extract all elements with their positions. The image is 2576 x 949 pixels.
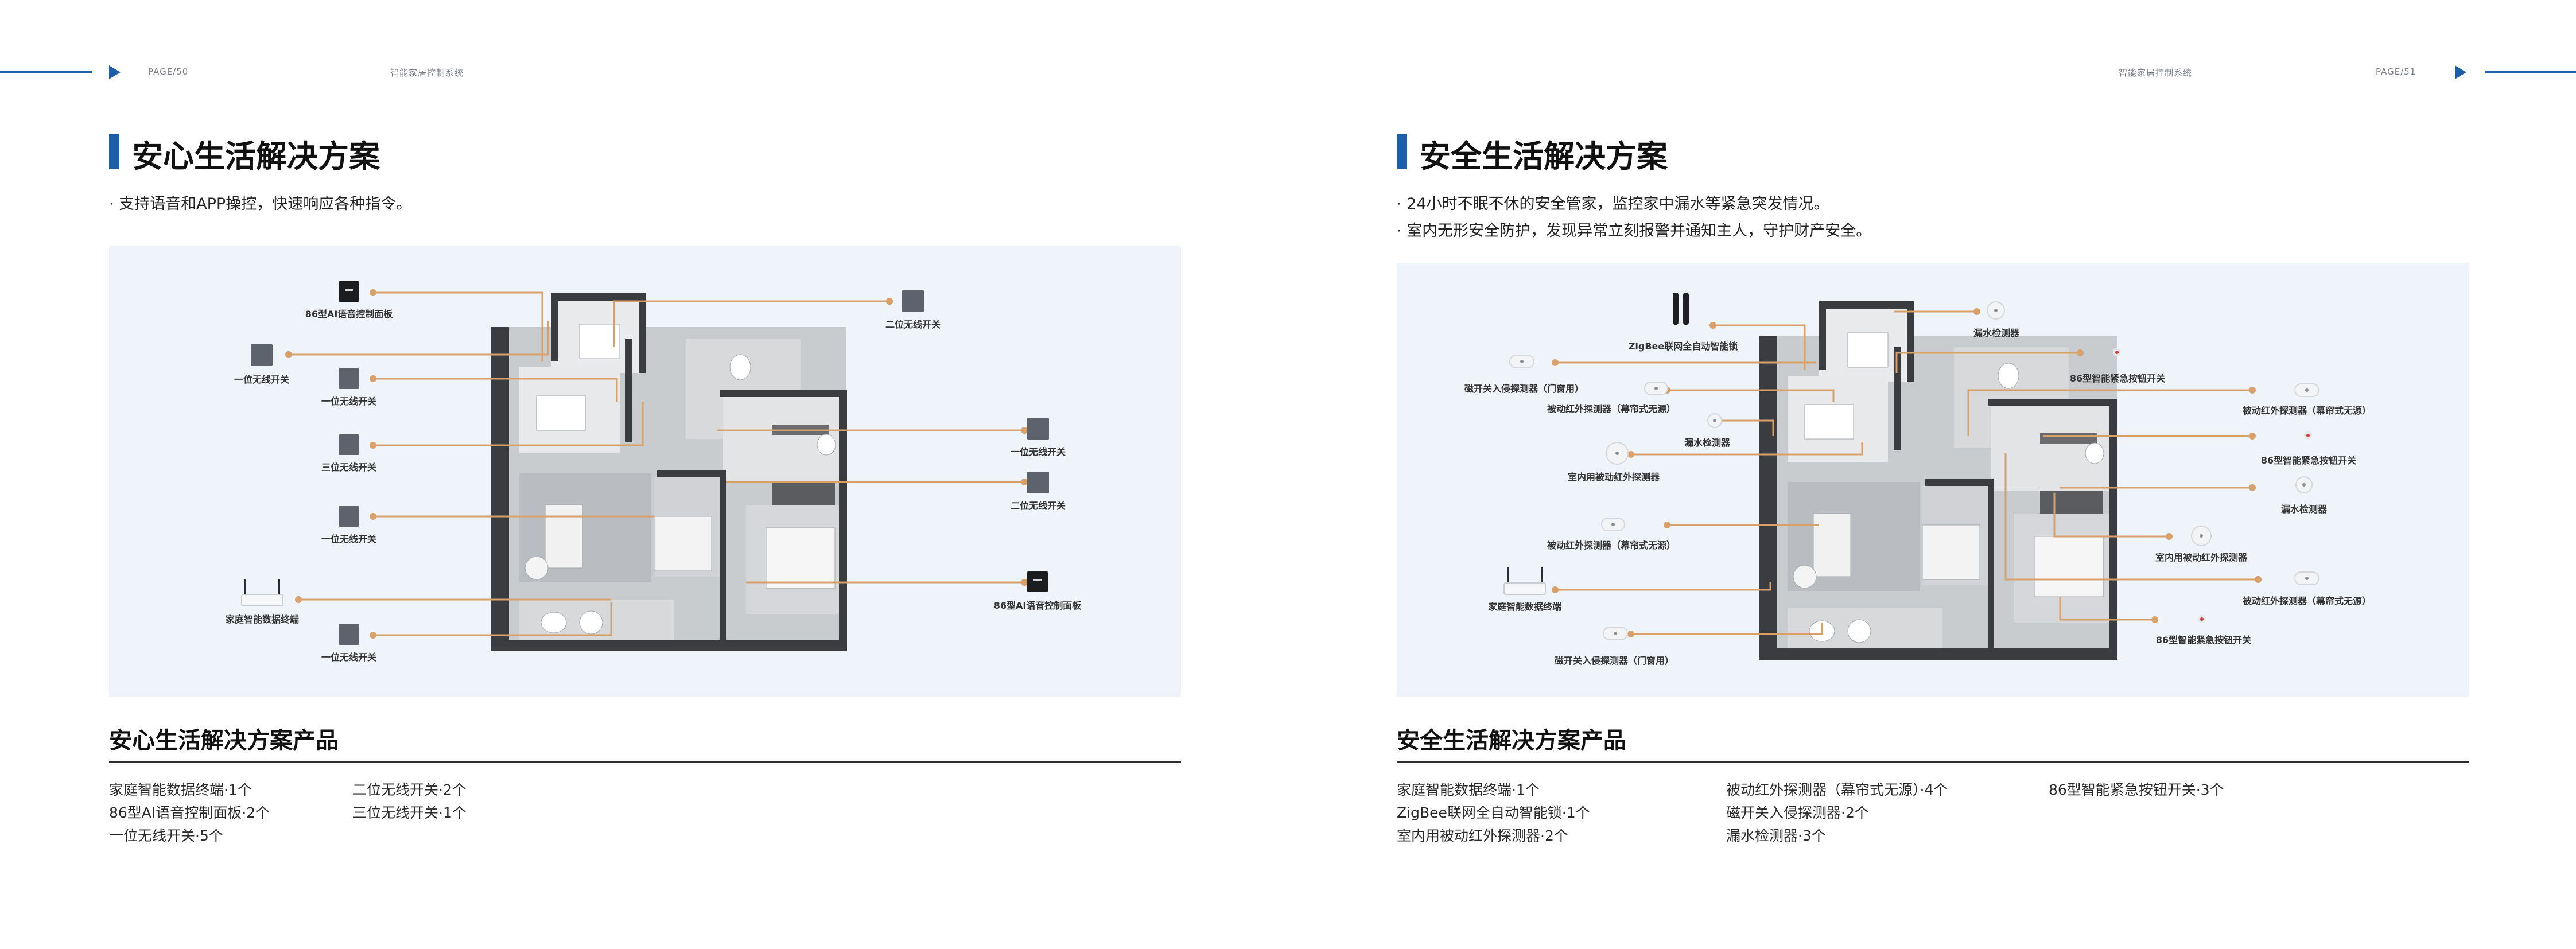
product-item: ZigBee联网全自动智能锁·1个 [1397,804,1590,821]
router-icon [241,579,283,606]
product-item: 86型AI语音控制面板·2个 [109,804,270,821]
left-device-label: 二位无线开关 [885,319,941,330]
product-item: 室内用被动红外探测器·2个 [1397,827,1568,844]
right-bullet-2: · 室内无形安全防护，发现异常立刻报警并通知主人，守护财产安全。 [1397,222,1872,240]
right-device-label: 室内用被动红外探测器 [2155,552,2248,563]
right-device-label: 漏水检测器 [2280,504,2328,515]
switch-icon [339,434,359,455]
switch-icon [251,344,273,366]
emergency-button-icon [2113,348,2121,356]
sensor-icon [1509,355,1534,368]
product-item: 86型智能紧急按钮开关·3个 [2049,781,2224,798]
left-device-label: 一位无线开关 [321,652,377,663]
sensor-icon [1987,301,2005,320]
sensor-dot [2200,534,2203,538]
product-item: 三位无线开关·1个 [352,804,467,821]
switch-icon [339,624,359,645]
right-device-label: 86型智能紧急按钮开关 [2069,373,2166,384]
smart-lock-icon [1683,293,1689,325]
right-device-label: 室内用被动红外探测器 [1567,472,1660,483]
switch-icon [902,290,924,312]
product-item: 磁开关入侵探测器·2个 [1726,804,1869,821]
left-device-label: 家庭智能数据终端 [225,614,300,625]
sensor-dot [2302,483,2306,487]
switch-icon [339,506,359,527]
sensor-dot [1654,387,1658,390]
sensor-icon [2191,526,2212,546]
voice-panel-icon [1027,571,1048,592]
right-page-number: PAGE/51 [2376,67,2416,77]
left-device-label: 一位无线开关 [234,374,290,385]
right-title-accent [1397,134,1407,169]
product-item: 家庭智能数据终端·1个 [1397,781,1540,798]
sensor-icon [1603,627,1628,640]
emergency-button-icon [2198,615,2206,623]
sensor-icon [1601,518,1625,531]
sensor-dot [1614,632,1617,635]
voice-panel-icon [339,281,359,302]
left-device-label: 二位无线开关 [1010,500,1066,511]
product-item: 家庭智能数据终端·1个 [109,781,252,798]
right-device-label: 磁开关入侵探测器（门窗用） [1464,383,1584,394]
switch-icon [1027,472,1049,493]
sensor-icon [1606,442,1629,465]
sensor-dot [2305,577,2309,580]
sensor-icon [1644,382,1668,395]
right-device-label: 漏水检测器 [1684,437,1731,448]
sensor-icon [2295,476,2313,493]
right-device-label: 漏水检测器 [1973,328,2020,339]
emergency-button-icon [2304,431,2312,440]
sensor-dot [1713,419,1716,422]
left-device-label: 86型AI语音控制面板 [305,309,393,320]
sensor-dot [1611,523,1615,526]
router-icon [1503,567,1546,595]
right-bullet-1: · 24小时不眠不休的安全管家，监控家中漏水等紧急突发情况。 [1397,195,1829,213]
left-products-title: 安心生活解决方案产品 [109,728,339,754]
sensor-dot [2305,388,2309,392]
product-item: 被动红外探测器（幕帘式无源）·4个 [1726,781,1948,798]
sensor-icon [2294,571,2319,585]
sensor-icon [1707,413,1722,428]
right-device-label: 86型智能紧急按钮开关 [2155,635,2252,645]
left-device-label: 一位无线开关 [321,396,377,407]
right-header-rule [2485,71,2576,73]
left-brand: 智能家居控制系统 [390,68,464,78]
right-device-label: 86型智能紧急按钮开关 [2260,455,2357,466]
smart-lock-icon [1673,293,1679,325]
right-products-title: 安全生活解决方案产品 [1397,728,1626,754]
left-products-rule [109,761,1181,763]
right-device-label: 被动红外探测器（幕帘式无源） [1547,540,1676,551]
left-page-title: 安心生活解决方案 [132,138,380,174]
right-device-label: 被动红外探测器（幕帘式无源） [1547,403,1676,414]
right-brand: 智能家居控制系统 [2119,68,2193,78]
left-header-rule [0,71,92,73]
play-arrow-icon [109,65,121,79]
product-item: 漏水检测器·3个 [1726,827,1826,844]
product-item: 二位无线开关·2个 [352,781,467,798]
play-arrow-icon [2455,65,2466,79]
sensor-dot [1520,360,1524,363]
right-device-label: 磁开关入侵探测器（门窗用） [1554,655,1674,666]
left-device-label: 三位无线开关 [321,462,377,473]
left-device-label: 一位无线开关 [1010,446,1066,457]
right-device-label: 被动红外探测器（幕帘式无源） [2242,405,2372,416]
left-device-label: 一位无线开关 [321,534,377,544]
right-device-label: ZigBee联网全自动智能锁 [1628,341,1738,352]
right-products-rule [1397,761,2469,763]
sensor-icon [2294,383,2319,397]
left-page-number: PAGE/50 [148,67,189,77]
right-page-title: 安全生活解决方案 [1420,138,1668,174]
sensor-dot [1615,452,1619,455]
switch-icon [339,368,359,389]
right-device-label: 被动红外探测器（幕帘式无源） [2242,596,2372,606]
left-title-accent [109,134,119,169]
left-bullet-1: · 支持语音和APP操控，快速响应各种指令。 [109,195,412,213]
switch-icon [1027,418,1049,440]
sensor-dot [1994,309,1998,312]
right-device-label: 家庭智能数据终端 [1487,601,1562,612]
left-device-label: 86型AI语音控制面板 [993,600,1082,611]
product-item: 一位无线开关·5个 [109,827,223,844]
